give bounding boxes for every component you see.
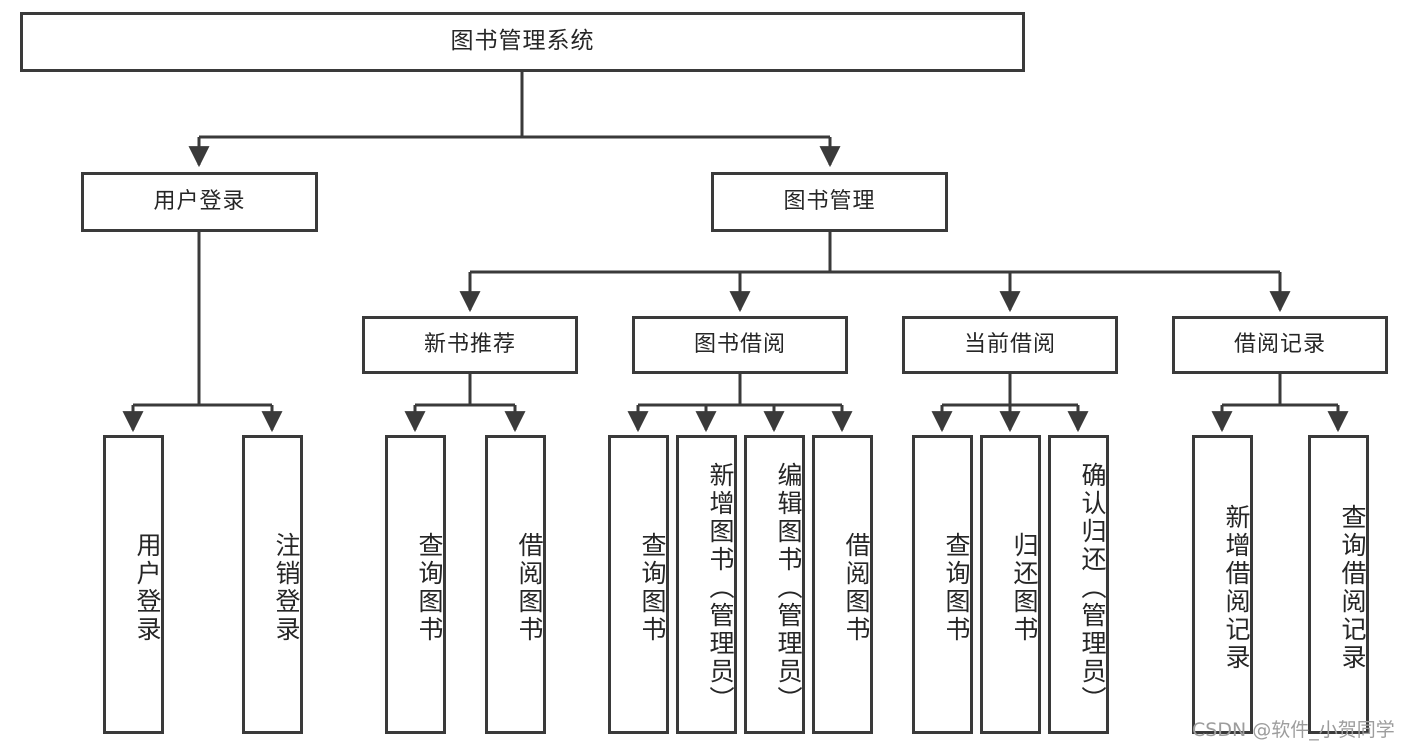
watermark-text: CSDN @软件_小贺同学: [1192, 719, 1395, 741]
node-label: 图书管理系统: [450, 28, 595, 55]
node-label: 归还图书: [1010, 531, 1039, 644]
node-new-book-recommend[interactable]: 新书推荐: [362, 316, 578, 374]
node-label: 确认归还（管理员）: [1078, 461, 1107, 714]
node-current-borrow[interactable]: 当前借阅: [902, 316, 1118, 374]
node-label: 注销登录: [272, 531, 301, 644]
node-user-login[interactable]: 用户登录: [81, 172, 318, 232]
leaf-recommend-query-book[interactable]: 查询图书: [385, 435, 446, 734]
node-label: 查询借阅记录: [1338, 503, 1367, 672]
node-borrow-record[interactable]: 借阅记录: [1172, 316, 1388, 374]
node-label: 借阅图书: [842, 531, 871, 644]
node-label: 借阅记录: [1233, 331, 1326, 357]
node-label: 查询图书: [638, 531, 667, 644]
node-label: 新增图书（管理员）: [706, 461, 735, 714]
node-label: 新书推荐: [423, 331, 516, 357]
node-label: 当前借阅: [963, 331, 1056, 357]
node-label: 图书借阅: [693, 331, 786, 357]
leaf-user-login-logout[interactable]: 注销登录: [242, 435, 303, 734]
node-label: 借阅图书: [515, 531, 544, 644]
node-root-system[interactable]: 图书管理系统: [20, 12, 1025, 72]
leaf-user-login-login[interactable]: 用户登录: [103, 435, 164, 734]
leaf-borrow-edit-book-admin[interactable]: 编辑图书（管理员）: [744, 435, 805, 734]
leaf-current-return-book[interactable]: 归还图书: [980, 435, 1041, 734]
leaf-borrow-query-book[interactable]: 查询图书: [608, 435, 669, 734]
leaf-recommend-borrow-book[interactable]: 借阅图书: [485, 435, 546, 734]
node-book-borrow[interactable]: 图书借阅: [632, 316, 848, 374]
leaf-record-add-record[interactable]: 新增借阅记录: [1192, 435, 1253, 734]
leaf-borrow-borrow-book[interactable]: 借阅图书: [812, 435, 873, 734]
node-label: 查询图书: [415, 531, 444, 644]
node-label: 编辑图书（管理员）: [774, 461, 803, 714]
leaf-current-confirm-return-admin[interactable]: 确认归还（管理员）: [1048, 435, 1109, 734]
leaf-current-query-book[interactable]: 查询图书: [912, 435, 973, 734]
node-label: 查询图书: [942, 531, 971, 644]
node-label: 新增借阅记录: [1222, 503, 1251, 672]
leaf-record-query-record[interactable]: 查询借阅记录: [1308, 435, 1369, 734]
node-label: 用户登录: [133, 531, 162, 644]
node-label: 用户登录: [153, 188, 246, 214]
leaf-borrow-add-book-admin[interactable]: 新增图书（管理员）: [676, 435, 737, 734]
node-label: 图书管理: [783, 188, 876, 214]
node-book-management[interactable]: 图书管理: [711, 172, 948, 232]
